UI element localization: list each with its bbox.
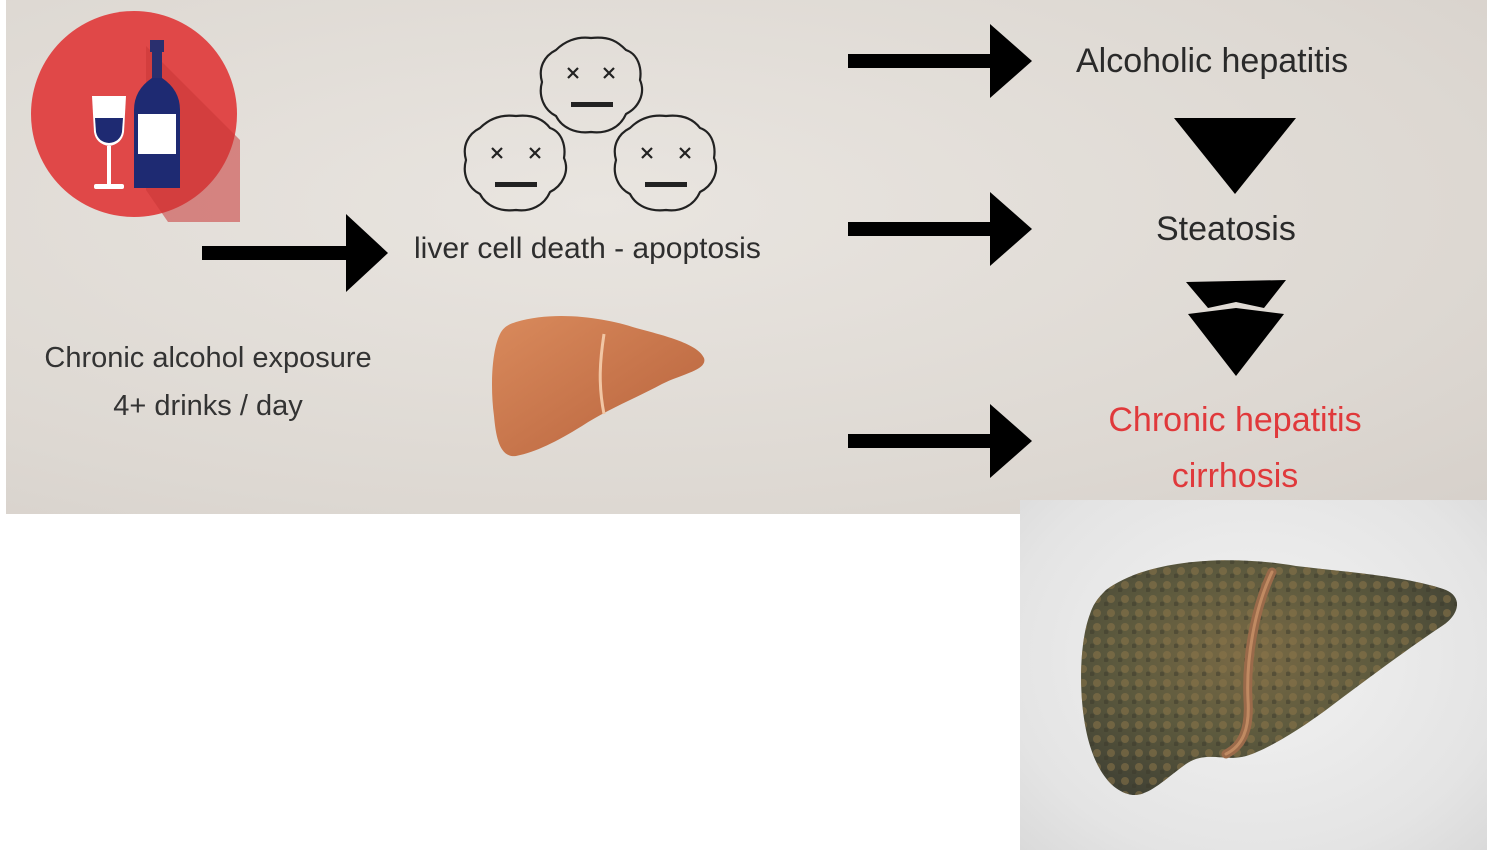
arrow-to-chronic-hepatitis	[848, 404, 1032, 478]
apoptosis-label: liver cell death - apoptosis	[414, 232, 761, 266]
exposure-line2: 4+ drinks / day	[8, 382, 408, 430]
chronic-hepatitis-label: Chronic hepatitis cirrhosis	[1070, 392, 1400, 504]
alcohol-icon	[28, 10, 240, 222]
arrow-to-alcoholic-hepatitis	[848, 24, 1032, 98]
steatosis-label: Steatosis	[1156, 210, 1296, 249]
exposure-label: Chronic alcohol exposure 4+ drinks / day	[8, 334, 408, 430]
cirrhotic-liver-image	[1076, 550, 1460, 802]
exposure-line1: Chronic alcohol exposure	[8, 334, 408, 382]
chronic-line2: cirrhosis	[1070, 448, 1400, 504]
arrow-to-steatosis	[848, 192, 1032, 266]
arrow-exposure-to-apoptosis	[202, 214, 388, 292]
arrow-steatosis-to-chronic	[1186, 280, 1286, 376]
arrow-hepatitis-to-steatosis	[1174, 118, 1296, 194]
healthy-liver-icon	[486, 310, 710, 460]
cirrhotic-liver-photo	[1020, 500, 1487, 850]
dead-cells-icon	[460, 36, 724, 222]
chronic-line1: Chronic hepatitis	[1070, 392, 1400, 448]
alcoholic-hepatitis-label: Alcoholic hepatitis	[1076, 42, 1348, 81]
